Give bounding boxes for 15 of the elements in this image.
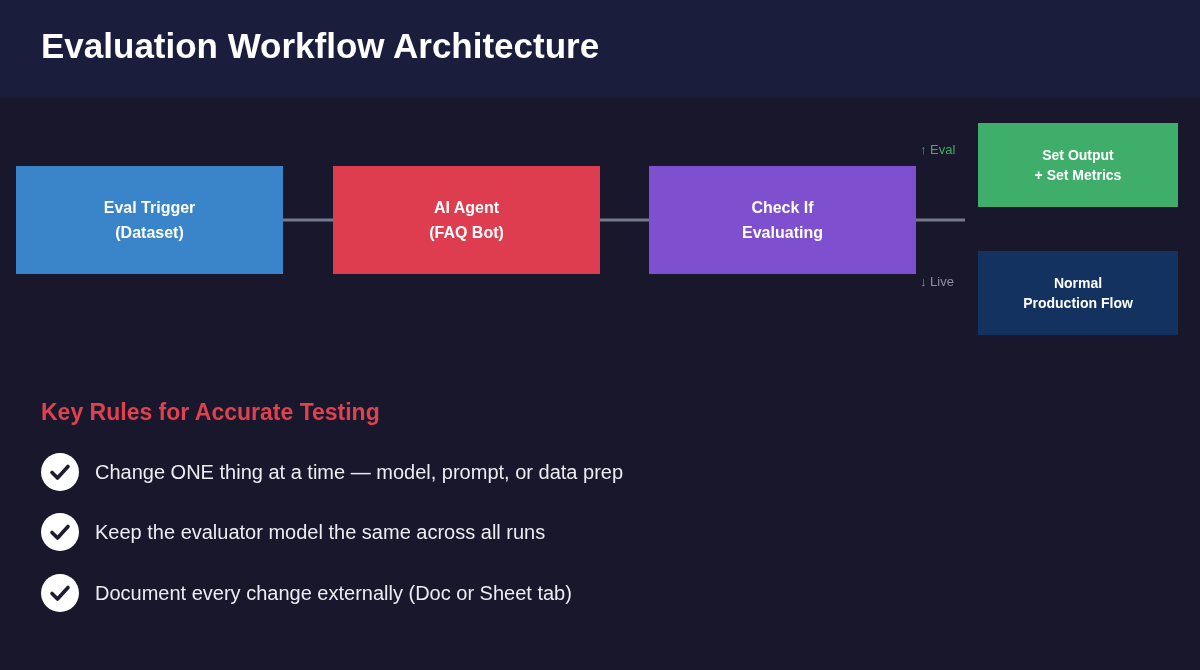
process-box: Normal Production Flow <box>978 251 1178 335</box>
branch-label: ↑ Eval <box>920 142 956 158</box>
branch-label: ↓ Live <box>920 274 954 290</box>
connector-line <box>600 218 649 222</box>
process-box: Eval Trigger (Dataset) <box>16 166 283 274</box>
connector-line <box>283 218 333 222</box>
connector-line <box>916 218 965 222</box>
rule-text: Keep the evaluator model the same across all runs <box>95 520 546 544</box>
rule-text: Change ONE thing at a time — model, prompt, or data prep <box>95 460 624 484</box>
rule-text: Document every change externally (Doc or Sheet tab) <box>95 581 572 605</box>
process-box: AI Agent (FAQ Bot) <box>333 166 600 274</box>
process-box: Check If Evaluating <box>649 166 916 274</box>
section-heading: Key Rules for Accurate Testing <box>41 398 380 426</box>
page-title: Evaluation Workflow Architecture <box>41 26 600 66</box>
process-box: Set Output + Set Metrics <box>978 123 1178 207</box>
